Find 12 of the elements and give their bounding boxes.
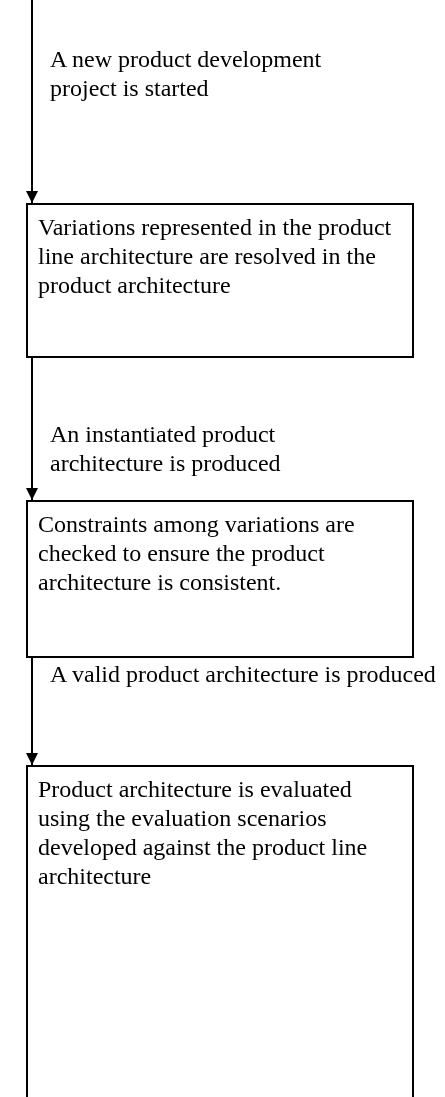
edge-label: A new product development project is started xyxy=(50,45,323,103)
process-box xyxy=(26,500,414,658)
step-text: Product architecture is evaluated using the evaluation scenarios developed against the product line architecture xyxy=(38,775,369,891)
step-text: Variations represented in the product line architecture are resolved in the product architecture xyxy=(38,213,393,300)
arrow xyxy=(26,657,38,766)
arrow xyxy=(26,357,38,501)
process-box xyxy=(26,203,414,358)
step-text: Constraints among variations are checked to ensure the product architecture is consistent. xyxy=(38,510,356,597)
edge-label: An instantiated product architecture is produced xyxy=(50,420,282,478)
arrow xyxy=(26,0,38,204)
process-box xyxy=(26,765,414,1097)
edge-label: A valid product architecture is produced xyxy=(50,660,437,689)
